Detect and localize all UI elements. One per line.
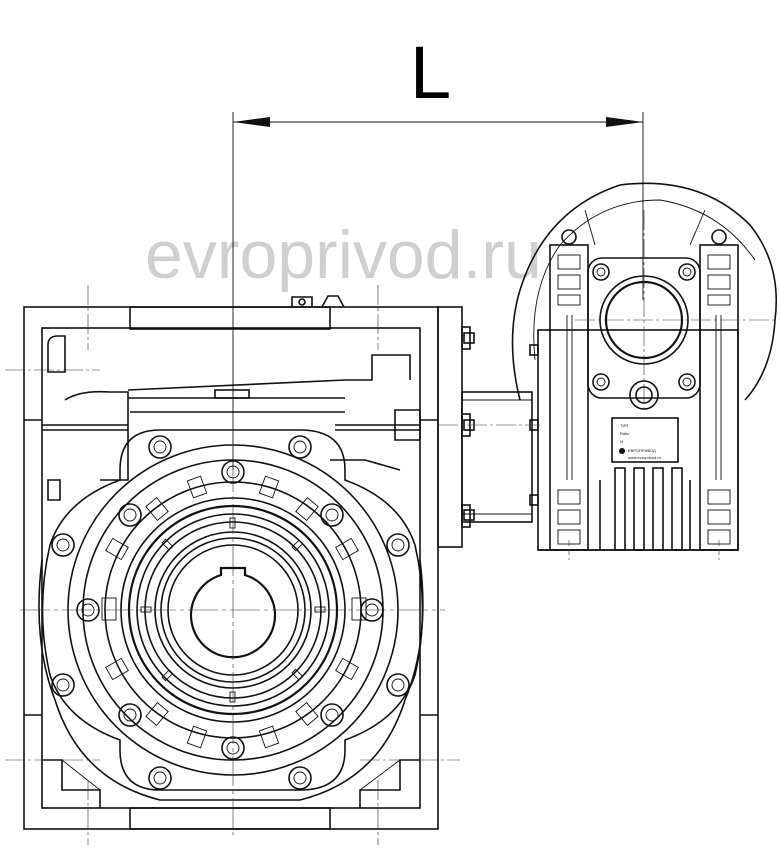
dimension-l: L [232, 31, 644, 470]
flange-ribs [101, 475, 367, 749]
center-lines [5, 210, 775, 845]
arrow-left-icon [233, 117, 270, 127]
nameplate [611, 417, 679, 463]
arrow-right-icon [606, 117, 643, 127]
nameplate-ratio: Ratio [620, 431, 630, 436]
dimension-label: L [410, 31, 451, 114]
brand-logo-icon [619, 448, 625, 454]
small-reducer: ТИП Ratio N ЕВРОПРИВОД www.evroprivod.ru [511, 182, 778, 551]
watermark-text: evroprivod.ru [145, 217, 542, 293]
nameplate-site: www.evroprivod.ru [628, 455, 661, 460]
flange-bolts [51, 435, 410, 790]
nameplate-type: ТИП [620, 423, 628, 428]
nameplate-brand: ЕВРОПРИВОД [628, 448, 656, 453]
side-bolts [463, 332, 539, 521]
nameplate-n: N [620, 439, 623, 444]
